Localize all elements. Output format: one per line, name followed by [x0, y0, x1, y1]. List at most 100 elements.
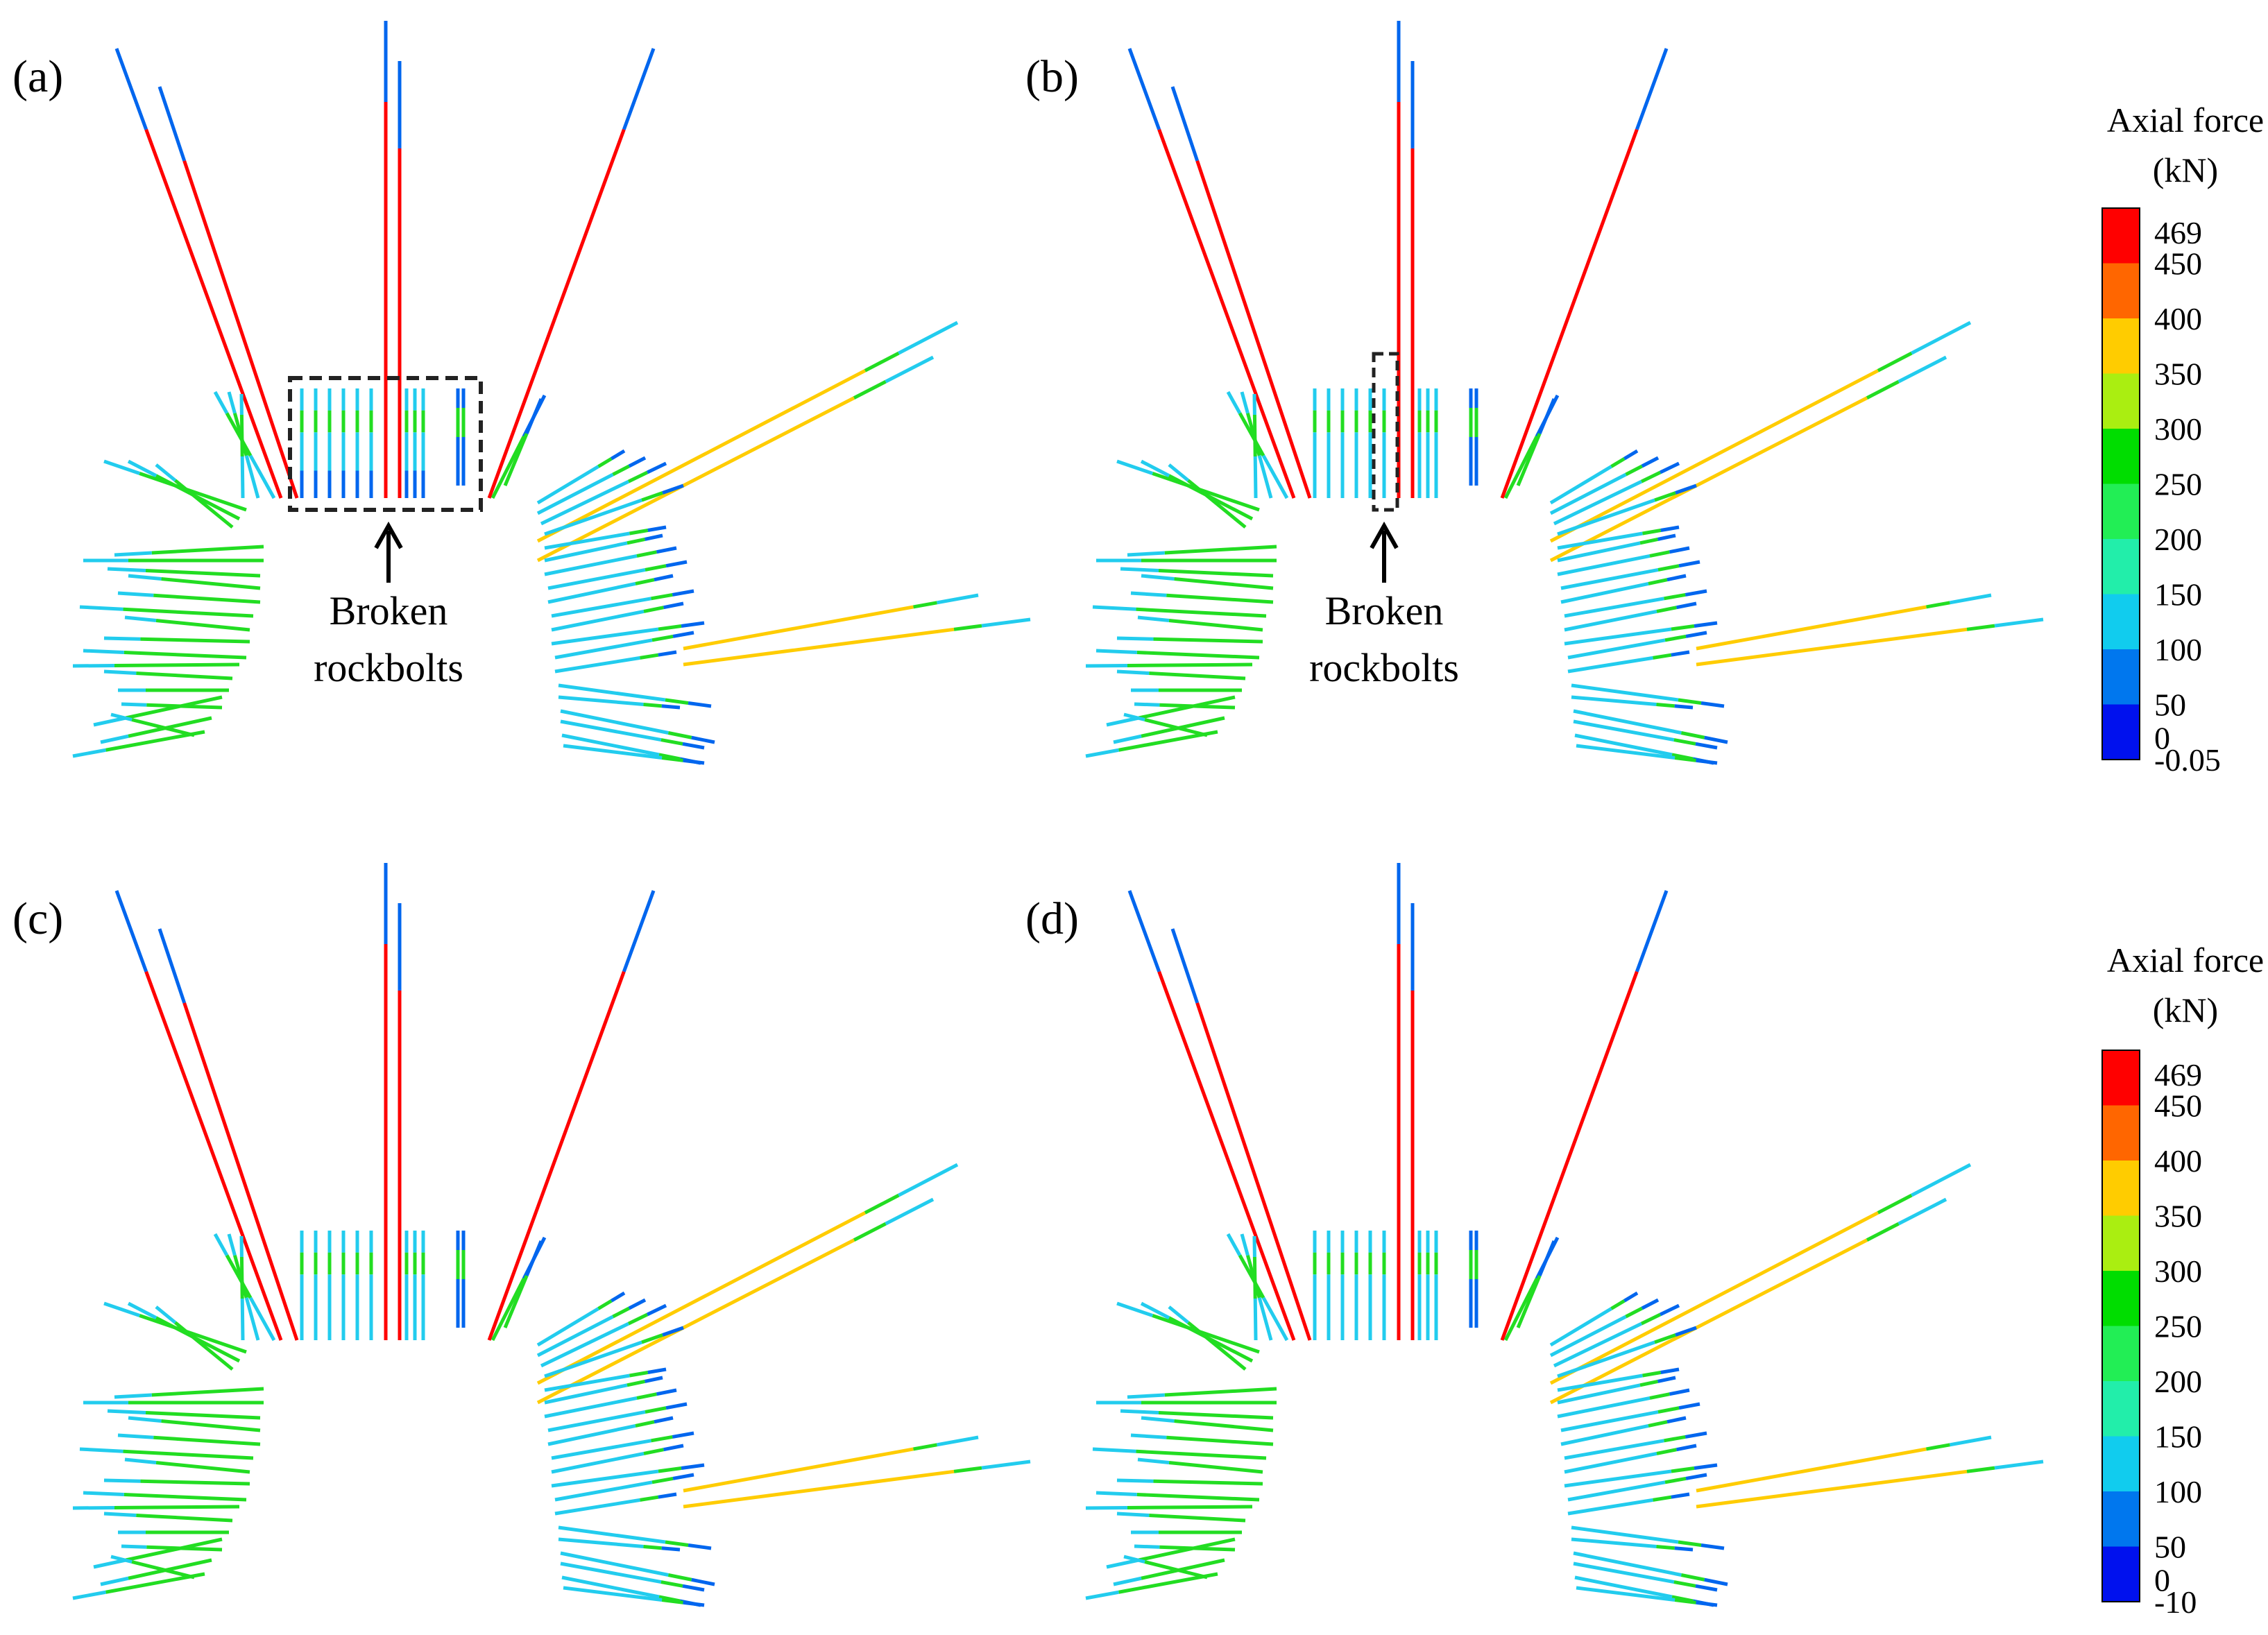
rockbolt-segment	[1656, 1545, 1675, 1550]
rockbolt-segment	[1127, 662, 1253, 667]
rockbolt-segment	[128, 1558, 212, 1580]
rockbolt-segment	[182, 160, 299, 499]
rockbolt-segment	[1503, 436, 1539, 499]
rockbolt-segment	[1153, 637, 1263, 644]
colorbar-tick-label: -0.05	[2154, 742, 2221, 778]
rockbolt-segment	[1549, 369, 1879, 543]
rockbolt-segment	[1653, 653, 1672, 660]
legend-title-line1: Axial force	[2107, 941, 2264, 979]
rockbolt-segment	[643, 606, 664, 613]
rockbolt-segment	[597, 457, 613, 468]
rockbolt-segment	[658, 1492, 677, 1499]
rockbolt-segment	[1253, 456, 1258, 499]
rockbolt-segment	[656, 1388, 677, 1396]
rockbolt-segment	[244, 455, 260, 499]
rockbolt-segment	[646, 461, 667, 474]
rockbolt-segment	[681, 621, 705, 628]
rockbolt-segment	[683, 605, 914, 651]
rockbolt-segment	[1695, 1584, 1718, 1592]
rockbolt-segment	[155, 463, 177, 482]
rockbolt-segment	[644, 533, 663, 541]
rockbolt-segment	[1113, 1576, 1142, 1586]
rockbolt-segment	[629, 529, 649, 536]
annotation-line1: Broken	[1325, 588, 1444, 633]
rockbolt-segment	[1653, 1495, 1672, 1502]
rockbolt-segment	[114, 890, 148, 973]
rockbolt-segment	[1666, 574, 1687, 582]
rockbolt-segment	[1656, 1448, 1677, 1455]
rockbolt-segment	[665, 1402, 688, 1410]
rockbolt-segment	[1560, 581, 1649, 604]
rockbolt-segment	[1610, 1299, 1626, 1310]
rockbolt-segment	[1648, 578, 1668, 585]
rockbolt-segment	[682, 1584, 705, 1592]
rockbolt-segment	[1656, 606, 1677, 613]
rockbolt-segment	[145, 569, 261, 578]
rockbolt-segment	[610, 449, 626, 461]
rockbolt-segment	[227, 1233, 237, 1256]
rockbolt-segment	[540, 1321, 630, 1368]
colorbar-tick-label: 450	[2154, 1088, 2202, 1124]
rockbolt-segment	[1144, 718, 1208, 737]
rockbolt-segment	[103, 669, 137, 675]
rockbolt-segment	[1140, 459, 1170, 477]
rockbolt-segment	[248, 1296, 276, 1342]
rockbolt-segment	[114, 48, 148, 130]
rockbolt-segment	[1252, 414, 1257, 457]
rockbolt-segment	[536, 472, 614, 515]
rockbolt-segment	[1500, 970, 1639, 1341]
rockbolt-segment	[136, 671, 233, 680]
rockbolt-segment	[1134, 702, 1160, 707]
colorbar-tick-label: 250	[2154, 467, 2202, 502]
rockbolt-segment	[1113, 734, 1142, 744]
rockbolt-segment	[1164, 545, 1277, 555]
rockbolt-segment	[644, 1376, 663, 1383]
rockbolt-segment	[123, 651, 247, 660]
rockbolt-segment	[1674, 1546, 1694, 1552]
rockbolt-segment	[1866, 379, 1900, 400]
rockbolt-segment	[1500, 128, 1639, 499]
rockbolt-segment	[146, 1545, 223, 1552]
rockbolt-segment	[1657, 1406, 1680, 1414]
colorbar-segment	[2102, 1105, 2140, 1161]
rockbolt-segment	[635, 1420, 655, 1428]
rockbolt-segment	[853, 1222, 887, 1242]
rockbolt-segment	[658, 624, 682, 631]
rockbolt-segment	[1116, 1478, 1154, 1483]
rockbolt-segment	[525, 1240, 543, 1276]
rockbolt-segment	[1674, 756, 1696, 762]
rockbolt-segment	[1674, 1598, 1696, 1604]
colorbar-tick-label: 50	[2154, 687, 2186, 723]
rockbolt-segment	[107, 567, 146, 572]
rockbolt-segment	[682, 742, 705, 750]
rockbolt-segment	[1657, 564, 1680, 572]
rockbolt-segment	[1149, 1514, 1246, 1523]
rockbolt-segment	[114, 551, 152, 557]
rockbolt-segment	[651, 1435, 673, 1443]
rockbolt-segment	[157, 928, 187, 1004]
rockbolt-segment	[1671, 1466, 1695, 1473]
colorbar-segment	[2102, 208, 2140, 264]
rockbolt-segment	[491, 1278, 526, 1342]
rockbolt-segment	[1911, 1163, 1972, 1197]
rockbolt-segment	[1685, 589, 1707, 597]
rockbolt-segment	[1564, 609, 1657, 632]
rockbolt-segment	[72, 664, 115, 668]
rockbolt-segment	[672, 631, 694, 638]
colorbar-tick-label: 200	[2154, 1364, 2202, 1399]
rockbolt-segment	[651, 592, 673, 601]
colorbar-segment	[2102, 1491, 2140, 1547]
rockbolt-segment	[240, 456, 245, 499]
rockbolt-segment	[1911, 320, 1972, 355]
rockbolt-segment	[1660, 1367, 1680, 1374]
rockbolt-segment	[1158, 569, 1274, 578]
rockbolt-segment	[227, 391, 237, 414]
rockbolt-segment	[560, 1561, 662, 1584]
rockbolt-segment	[1676, 1444, 1697, 1452]
rockbolt-segment	[1116, 1512, 1150, 1517]
rockbolt-segment	[1866, 1222, 1900, 1242]
rockbolt-segment	[1567, 1498, 1653, 1516]
rockbolt-segment	[1537, 1240, 1556, 1276]
rockbolt-segment	[1553, 479, 1643, 526]
